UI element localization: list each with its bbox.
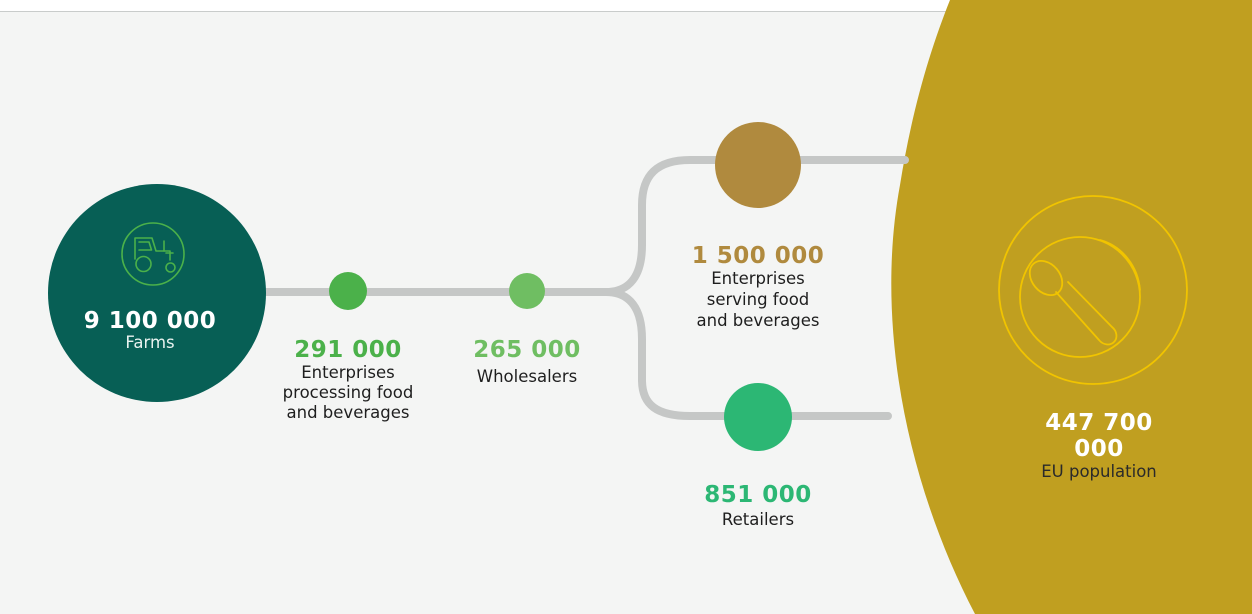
wholesalers-label-line-1: Wholesalers [477, 367, 577, 386]
population-value: 447 700 000 [1045, 410, 1153, 463]
serving-dot [715, 122, 801, 208]
population-caption: EU population [1041, 461, 1157, 481]
farms-caption: Farms [125, 333, 175, 353]
population-shape [891, 0, 1252, 614]
processing-label-line-1: Enterprises [301, 363, 394, 382]
serving-value: 1 500 000 [692, 243, 825, 269]
serving-label-line-2: serving food [707, 290, 810, 309]
lower-branch-connector [602, 288, 892, 420]
connectors [236, 156, 909, 420]
retailers-label-line-1: Retailers [722, 510, 794, 529]
processing-value: 291 000 [294, 337, 402, 363]
plate-spoon-icon [998, 195, 1188, 385]
processing-dot [329, 272, 367, 310]
farms-value: 9 100 000 [83, 308, 217, 334]
farms-circle [48, 184, 266, 402]
retailers-value: 851 000 [704, 482, 812, 508]
serving-label-line-3: and beverages [697, 311, 820, 330]
processing-label-line-2: processing food [283, 383, 414, 402]
top-rule [0, 0, 1252, 12]
retailers-dot [724, 383, 792, 451]
serving-label-line-1: Enterprises [711, 269, 804, 288]
wholesalers-value: 265 000 [473, 337, 581, 363]
farms-label: 9 100 000 Farms [84, 308, 217, 353]
processing-label-line-3: and beverages [287, 403, 410, 422]
wholesalers-dot [509, 273, 545, 309]
tractor-icon [121, 222, 185, 286]
population-label: 447 700 000 EU population [1023, 410, 1176, 482]
upper-branch-connector [602, 156, 909, 296]
